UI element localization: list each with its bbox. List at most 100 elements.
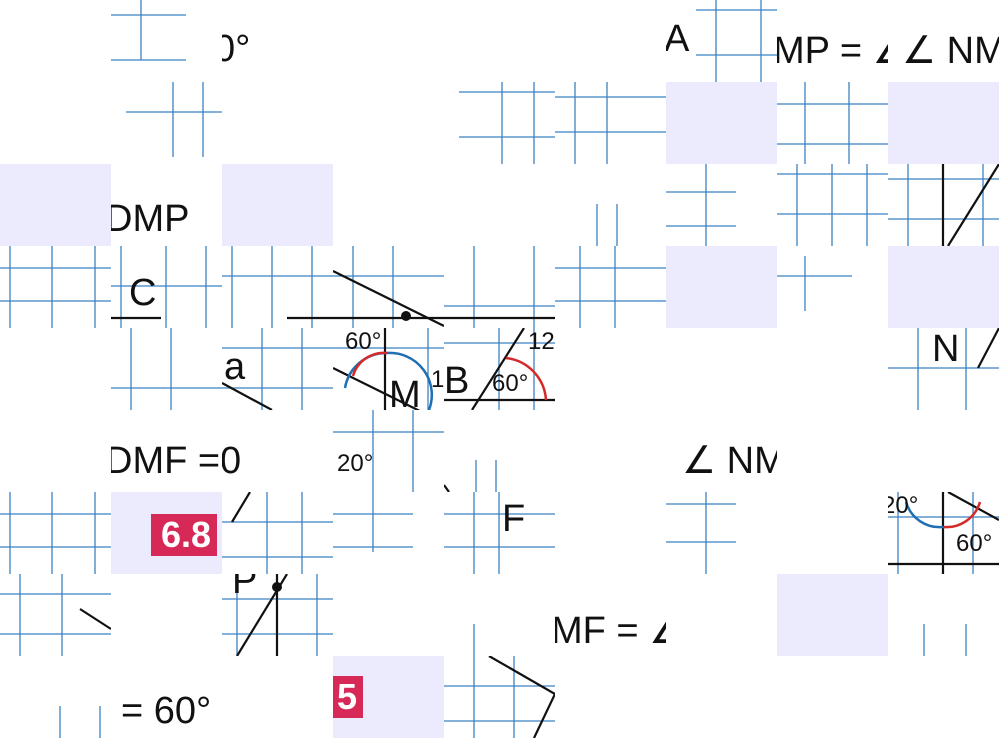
puzzle-tile[interactable] bbox=[0, 0, 111, 82]
puzzle-tile[interactable] bbox=[444, 246, 555, 328]
puzzle-tile[interactable]: A bbox=[666, 0, 777, 82]
puzzle-tile[interactable] bbox=[777, 410, 888, 492]
puzzle-tile[interactable]: 20° bbox=[333, 410, 444, 492]
puzzle-tile[interactable]: 0° bbox=[222, 0, 333, 82]
puzzle-tile[interactable] bbox=[444, 656, 555, 738]
puzzle-tile[interactable] bbox=[222, 164, 333, 246]
puzzle-tile[interactable] bbox=[555, 492, 666, 574]
puzzle-tile[interactable] bbox=[555, 82, 666, 164]
puzzle-tile[interactable]: DMP bbox=[111, 164, 222, 246]
puzzle-tile[interactable]: 60° M 1 bbox=[333, 328, 444, 410]
puzzle-tile[interactable] bbox=[666, 164, 777, 246]
puzzle-tile[interactable] bbox=[444, 574, 555, 656]
grid-fragment bbox=[333, 492, 413, 552]
puzzle-tile[interactable] bbox=[777, 492, 888, 574]
puzzle-tile[interactable] bbox=[111, 82, 222, 164]
puzzle-tile[interactable] bbox=[333, 492, 444, 574]
puzzle-tile[interactable] bbox=[222, 492, 333, 574]
puzzle-tile[interactable] bbox=[444, 164, 555, 246]
puzzle-tile[interactable] bbox=[333, 82, 444, 164]
puzzle-tile[interactable]: 20° 60° bbox=[888, 492, 999, 574]
puzzle-tile[interactable] bbox=[333, 574, 444, 656]
grid-fragment bbox=[126, 82, 222, 157]
puzzle-tile[interactable]: MP = ∠ bbox=[777, 0, 888, 82]
point-label-c: C bbox=[129, 272, 157, 314]
grid-fragment bbox=[666, 164, 736, 246]
puzzle-tile[interactable] bbox=[666, 328, 777, 410]
puzzle-tile[interactable] bbox=[555, 328, 666, 410]
point-label-p: P bbox=[232, 574, 258, 602]
puzzle-tile[interactable] bbox=[888, 656, 999, 738]
puzzle-tile[interactable] bbox=[0, 164, 111, 246]
puzzle-tile[interactable] bbox=[888, 246, 999, 328]
puzzle-tile[interactable] bbox=[555, 410, 666, 492]
puzzle-tile[interactable]: ∠ NM bbox=[666, 410, 777, 492]
puzzle-tile[interactable] bbox=[666, 656, 777, 738]
equation-fragment: = 60° bbox=[121, 690, 212, 732]
puzzle-tile[interactable]: N bbox=[888, 328, 999, 410]
puzzle-tile[interactable] bbox=[0, 410, 111, 492]
puzzle-tile[interactable] bbox=[222, 82, 333, 164]
puzzle-tile[interactable]: C bbox=[111, 246, 222, 328]
puzzle-tile[interactable]: F bbox=[444, 492, 555, 574]
puzzle-tile[interactable]: 5 bbox=[333, 656, 444, 738]
puzzle-tile[interactable]: ∠ NM bbox=[888, 0, 999, 82]
puzzle-tile[interactable] bbox=[0, 492, 111, 574]
puzzle-tile[interactable] bbox=[333, 246, 444, 328]
puzzle-tile[interactable]: 0 bbox=[222, 410, 333, 492]
puzzle-tile[interactable] bbox=[222, 246, 333, 328]
puzzle-tile[interactable] bbox=[777, 328, 888, 410]
puzzle-tile[interactable] bbox=[0, 246, 111, 328]
puzzle-tile[interactable] bbox=[888, 164, 999, 246]
puzzle-tile[interactable] bbox=[555, 0, 666, 82]
puzzle-tile[interactable]: P bbox=[222, 574, 333, 656]
puzzle-tile[interactable] bbox=[444, 0, 555, 82]
puzzle-tile[interactable] bbox=[777, 82, 888, 164]
geometry-fragment bbox=[111, 246, 222, 328]
puzzle-tile[interactable]: a bbox=[222, 328, 333, 410]
angle-label: 60° bbox=[956, 530, 993, 557]
equation-fragment: DMF = 12 bbox=[111, 440, 222, 482]
puzzle-tile[interactable] bbox=[111, 574, 222, 656]
puzzle-tile[interactable] bbox=[444, 410, 555, 492]
puzzle-tile[interactable]: 6.8 bbox=[111, 492, 222, 574]
puzzle-tile[interactable] bbox=[111, 0, 222, 82]
puzzle-tile[interactable]: = 60° bbox=[111, 656, 222, 738]
puzzle-tile[interactable] bbox=[666, 246, 777, 328]
puzzle-tile[interactable] bbox=[666, 82, 777, 164]
puzzle-tile[interactable] bbox=[333, 0, 444, 82]
puzzle-tile[interactable] bbox=[777, 656, 888, 738]
point-label-a: A bbox=[666, 18, 690, 60]
puzzle-tile[interactable] bbox=[777, 246, 888, 328]
puzzle-tile[interactable] bbox=[666, 574, 777, 656]
puzzle-tile[interactable] bbox=[777, 574, 888, 656]
geometry-fragment bbox=[888, 328, 999, 410]
puzzle-tile[interactable] bbox=[0, 328, 111, 410]
puzzle-tile[interactable]: B 60° 12 bbox=[444, 328, 555, 410]
puzzle-tile[interactable] bbox=[555, 656, 666, 738]
puzzle-tile[interactable] bbox=[555, 164, 666, 246]
point-label-f: F bbox=[502, 498, 526, 540]
grid-fragment bbox=[777, 82, 888, 164]
equation-fragment: ∠ NM bbox=[682, 440, 777, 482]
puzzle-tile[interactable] bbox=[888, 574, 999, 656]
puzzle-tile[interactable]: MF = ∠ bbox=[555, 574, 666, 656]
puzzle-tile[interactable] bbox=[0, 82, 111, 164]
puzzle-tile[interactable] bbox=[888, 410, 999, 492]
puzzle-tile[interactable] bbox=[333, 164, 444, 246]
puzzle-tile[interactable] bbox=[666, 492, 777, 574]
puzzle-tile[interactable] bbox=[555, 246, 666, 328]
geometry-fragment bbox=[333, 246, 444, 328]
equation-fragment: ∠ NM bbox=[902, 30, 999, 72]
puzzle-tile[interactable] bbox=[0, 574, 111, 656]
geometry-fragment bbox=[444, 246, 555, 328]
puzzle-tile[interactable]: DMF = 12 bbox=[111, 410, 222, 492]
puzzle-tile[interactable] bbox=[888, 82, 999, 164]
puzzle-tile[interactable] bbox=[444, 82, 555, 164]
puzzle-tile[interactable] bbox=[222, 656, 333, 738]
puzzle-tile[interactable] bbox=[0, 656, 111, 738]
puzzle-tile[interactable] bbox=[111, 328, 222, 410]
grid-fragment bbox=[333, 410, 444, 492]
point-label-b: B bbox=[444, 360, 470, 402]
puzzle-tile[interactable] bbox=[777, 164, 888, 246]
